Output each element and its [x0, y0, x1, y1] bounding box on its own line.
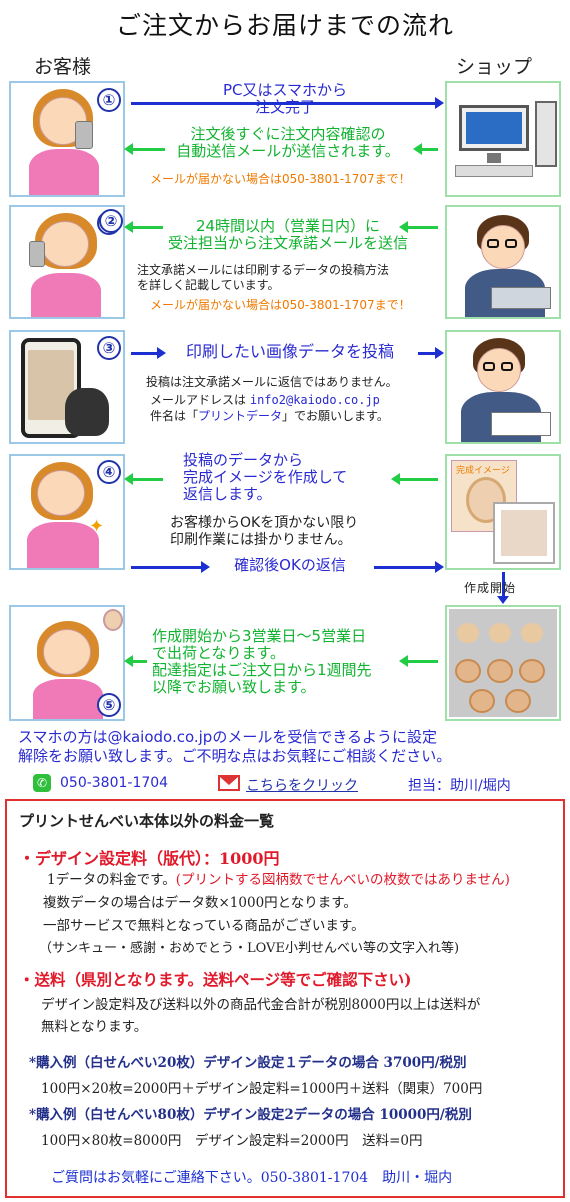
step1-arrow-to-shop [131, 97, 444, 109]
step2-shop-panel [445, 205, 561, 319]
fee-contact-line: ご質問はお気軽にご連絡下さい。050-3801-1704 助川・堀内 [51, 1170, 453, 1186]
step1-msg-to-customer: 注文後すぐに注文内容確認の 自動送信メールが送信されます。 [176, 125, 400, 160]
step5-arrow-left-a [124, 655, 147, 667]
woman-body [27, 522, 99, 568]
woman-face [43, 629, 91, 675]
step5-arrow-left-b [399, 655, 438, 667]
shop-label: ショップ [456, 56, 533, 78]
step4-arrow-left-b [391, 473, 438, 485]
pc-tower-icon [535, 101, 557, 167]
step4-arrow-right-a [131, 561, 210, 573]
design-fee-line4: （サンキュー・感謝・おめでとう・LOVE小判せんべい等の文字入れ等) [39, 941, 460, 956]
production-arrow-head [497, 596, 509, 604]
step5-number: ⑤ [97, 693, 121, 717]
monitor-stand [487, 153, 501, 163]
step2-msg-to-customer: 24時間以内（営業日内）に 受注担当から注文承諾メールを送信 [167, 217, 408, 252]
design-fee-line2: 複数データの場合はデータ数×1000円となります。 [43, 895, 357, 911]
step4-msg-to-customer: 投稿のデータから 完成イメージを作成して 返信します。 [183, 451, 348, 503]
shipping-line2: 無料となります。 [41, 1019, 148, 1035]
glasses-icon [483, 362, 495, 371]
laptop-icon [491, 412, 551, 436]
step4-shop-panel: 完成イメージ [445, 454, 561, 570]
step4-customer-panel: ✦ ④ [9, 454, 125, 570]
gmail-icon [218, 775, 240, 791]
shipping-title: ・送料（県別となります。送料ページ等でご確認下さい) [19, 970, 412, 989]
customer-label: お客様 [34, 56, 92, 78]
step1-arrow-left-a [124, 143, 165, 155]
step1-arrow-left-b [413, 143, 438, 155]
fee-list-box: プリントせんべい本体以外の料金一覧 ・デザイン設定料（版代）：1000円 1デー… [5, 799, 565, 1198]
step2-customer-panel: ② [9, 205, 125, 319]
example2-calc: 100円×80枚=8000円 デザイン設定料=2000円 送料=0円 [41, 1133, 423, 1149]
hand-pointer-icon [65, 388, 109, 436]
design-fee-line1: 1データの料金です。(プリントする図柄数でせんべいの枚数ではありません) [47, 872, 510, 888]
step3-number: ③ [97, 336, 121, 360]
page-title: ご注文からお届けまでの流れ [115, 11, 454, 40]
step2-arrow-left-b [399, 221, 438, 233]
step2-note: メールが届かない場合は050-3801-1707まで！ [150, 298, 411, 312]
step4-arrow-right-b [374, 561, 444, 573]
sparkle-icon: ✦ [89, 516, 105, 537]
step1-customer-panel: ① [9, 81, 125, 197]
step5-customer-panel: ⑤ [9, 605, 125, 721]
upload-email-address: info2@kaiodo.co.jp [249, 393, 380, 407]
step4-detail: お客様からOKを頂かない限り 印刷作業には掛かりません。 [170, 515, 359, 548]
contact-phone[interactable]: 050-3801-1704 [60, 775, 169, 791]
step5-msg-to-customer: 作成開始から3営業日～5営業日 で出荷となります。 配達指定はご注文日から1週間… [152, 627, 372, 696]
woman-body [33, 679, 103, 719]
step3-arrow-b [418, 347, 444, 359]
step2-detail: 注文承諾メールには印刷するデータの投稿方法 を詳しく記載しています。 [137, 263, 390, 292]
production-arrow-shaft [502, 572, 505, 598]
keyboard-icon [455, 165, 533, 177]
design-fee-line3: 一部サービスで無料となっている商品がございます。 [43, 918, 365, 934]
example1-calc: 100円×20枚=2000円＋デザイン設定料=1000円＋送料（関東）700円 [41, 1081, 483, 1097]
step3-detail-line2: メールアドレスは info2@kaiodo.co.jp [150, 393, 380, 407]
step4-msg-to-shop: 確認後OKの返信 [234, 556, 346, 574]
glasses-icon [501, 362, 513, 371]
step3-detail-line1: 投稿は注文承諾メールに返信ではありません。 [146, 375, 398, 389]
phone-icon [75, 121, 93, 149]
phone-icon: ✆ [33, 774, 51, 792]
step1-msg-to-shop: PC又はスマホから 注文完了 [222, 81, 348, 116]
baking-tray-image [449, 609, 557, 717]
step3-customer-panel: ③ [9, 330, 125, 444]
example2-title: *購入例（白せんべい80枚）デザイン設定2データの場合 10000円/税別 [29, 1107, 472, 1123]
smartphone-mail-note: スマホの方は@kaiodo.co.jpのメールを受信できるように設定 解除をお願… [18, 728, 452, 765]
phone-icon [29, 241, 45, 267]
fee-heading: プリントせんべい本体以外の料金一覧 [19, 812, 275, 830]
glasses-icon [487, 239, 499, 248]
laptop-icon [491, 287, 551, 309]
contact-staff: 担当：助川/堀内 [408, 778, 511, 794]
sample-image-2 [493, 502, 555, 564]
email-subject: プリントデータ [198, 409, 283, 423]
step1-number: ① [97, 88, 121, 112]
step1-note: メールが届かない場合は050-3801-1707まで！ [150, 172, 411, 186]
mail-link[interactable]: こちらをクリック [246, 778, 358, 794]
shipping-line1: デザイン設定料及び送料以外の商品代金合計が税別8000円以上は送料が [41, 997, 481, 1013]
image-label: 完成イメージ [456, 466, 510, 476]
step4-arrow-left-a [124, 473, 163, 485]
woman-body [29, 149, 99, 195]
woman-face [41, 221, 89, 267]
step3-msg-to-shop: 印刷したい画像データを投稿 [185, 342, 394, 361]
senbei-icon [103, 609, 123, 631]
step4-number: ④ [97, 460, 121, 484]
woman-body [31, 273, 101, 317]
step1-shop-panel [445, 81, 561, 197]
step2-arrow-left-a [124, 221, 163, 233]
step3-arrow-a [131, 347, 166, 359]
step5-shop-panel [445, 605, 561, 721]
step3-shop-panel [445, 330, 561, 444]
production-start-label: 作成開始 [464, 581, 517, 595]
step2-number-overlay: ② [99, 209, 123, 233]
example1-title: *購入例（白せんべい20枚）デザイン設定１データの場合 3700円/税別 [29, 1055, 467, 1071]
monitor-icon [459, 105, 529, 151]
design-fee-title: ・デザイン設定料（版代）：1000円 [19, 849, 280, 868]
woman-face [37, 470, 85, 516]
glasses-icon [505, 239, 517, 248]
step3-detail-line3: 件名は「プリントデータ」でお願いします。 [150, 409, 389, 423]
